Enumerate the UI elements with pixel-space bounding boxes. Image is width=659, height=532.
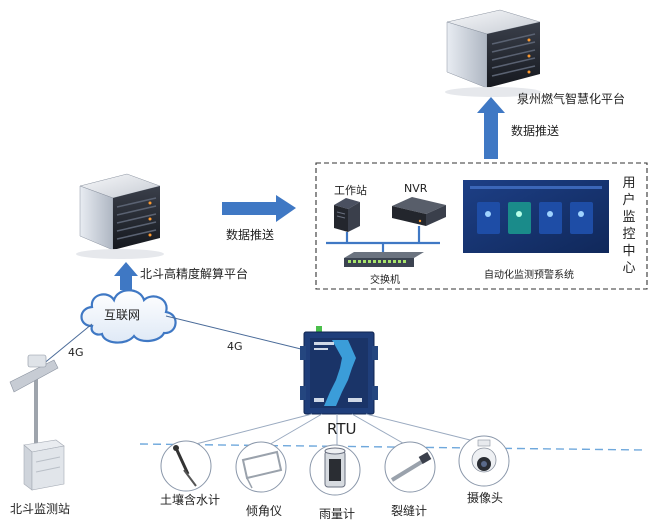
switch-icon: [344, 252, 424, 267]
nvr-icon: [392, 197, 446, 226]
link-left-label: 4G: [68, 346, 84, 359]
internet-label: 互联网: [104, 308, 141, 322]
soil-moisture-sensor-icon: [160, 440, 212, 492]
sensor-link-lines: [191, 413, 479, 448]
monitoring-system-screen: [463, 180, 609, 253]
link-right-label: 4G: [227, 340, 243, 353]
user-center-label: 用户监控中心: [622, 176, 636, 276]
sensor-label-rain: 雨量计: [319, 507, 356, 521]
sensor-bus: [139, 443, 645, 451]
switch-label: 交换机: [370, 275, 400, 286]
push-up-arrow: [477, 97, 505, 159]
user-center-box: [315, 162, 648, 290]
link-lines: [41, 315, 306, 366]
push-up-label: 数据推送: [511, 124, 560, 138]
beidou-platform-label: 北斗高精度解算平台: [140, 267, 249, 281]
push-right-label: 数据推送: [226, 228, 275, 242]
sensor-label-crack: 裂缝计: [391, 504, 428, 518]
crack-gauge-sensor-icon: [384, 441, 436, 493]
rain-gauge-sensor-icon: [309, 444, 361, 496]
workstation-label: 工作站: [334, 184, 367, 197]
beidou-server-icon: [76, 173, 164, 259]
internet-up-arrow: [114, 262, 138, 290]
sensor-label-soil: 土壤含水计: [160, 493, 221, 507]
push-right-arrow: [222, 195, 296, 222]
sensor-label-inclinometer: 倾角仪: [246, 504, 283, 518]
inclinometer-sensor-icon: [235, 441, 287, 493]
top-server-icon: [445, 9, 541, 97]
internet-cloud-icon: [80, 289, 177, 344]
system-label: 自动化监测预警系统: [484, 270, 574, 281]
nvr-label: NVR: [404, 182, 428, 195]
rtu-device-icon: [300, 326, 378, 415]
top-platform-label: 泉州燃气智慧化平台: [517, 92, 626, 106]
station-label: 北斗监测站: [10, 502, 71, 516]
beidou-station-icon: [9, 354, 65, 491]
sensor-label-camera: 摄像头: [467, 491, 504, 505]
workstation-icon: [334, 198, 360, 232]
camera-sensor-icon: [458, 435, 510, 487]
rtu-label: RTU: [327, 420, 357, 438]
